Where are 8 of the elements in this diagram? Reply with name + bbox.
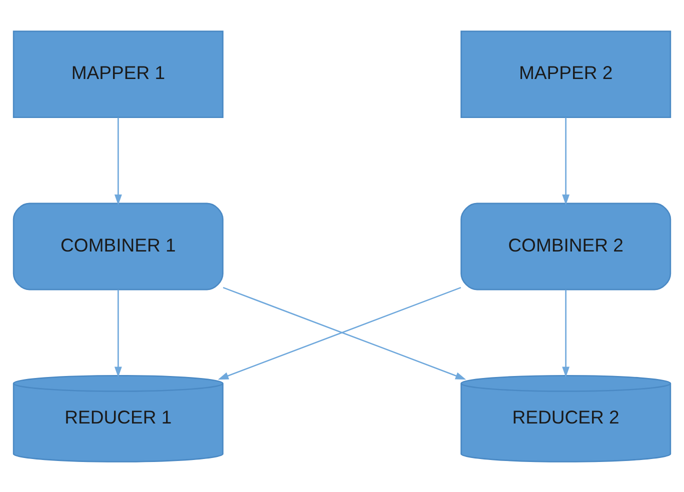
arrow: [114, 289, 122, 377]
node-box: MAPPER 1: [12, 30, 224, 118]
arrow: [114, 117, 122, 205]
node-box: COMBINER 2: [460, 202, 672, 290]
arrow: [562, 117, 570, 205]
node-box: MAPPER 2: [460, 30, 672, 118]
node-box: COMBINER 1: [12, 202, 224, 290]
arrow: [562, 289, 570, 377]
